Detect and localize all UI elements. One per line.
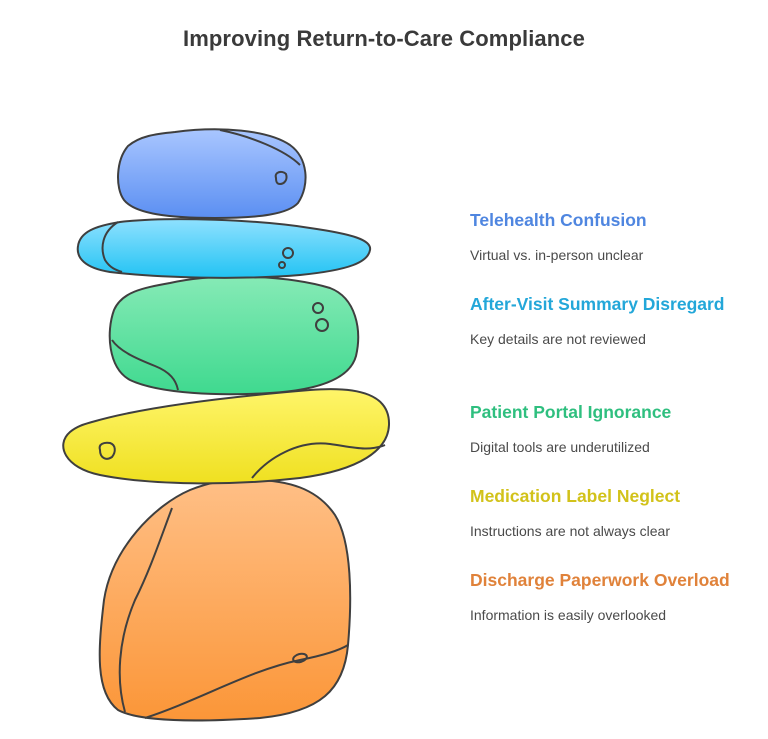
legend-item-patient-portal: Patient Portal Ignorance Digital tools a… — [470, 400, 755, 456]
legend-item-telehealth-confusion: Telehealth Confusion Virtual vs. in-pers… — [470, 208, 755, 264]
legend-item-medication-label: Medication Label Neglect Instructions ar… — [470, 484, 755, 540]
stone-discharge-paperwork — [98, 478, 352, 722]
item-heading: After-Visit Summary Disregard — [470, 294, 725, 314]
stone-after-visit-summary — [76, 218, 372, 279]
diagram-title: Improving Return-to-Care Compliance — [183, 26, 585, 51]
item-description: Key details are not reviewed — [470, 331, 646, 347]
legend-item-discharge-paperwork: Discharge Paperwork Overload Information… — [470, 568, 755, 624]
item-heading: Discharge Paperwork Overload — [470, 570, 730, 590]
stone-telehealth — [117, 128, 307, 220]
item-heading: Patient Portal Ignorance — [470, 402, 672, 422]
item-description: Information is easily overlooked — [470, 607, 667, 623]
item-description: Digital tools are underutilized — [470, 439, 650, 455]
legend-item-after-visit-summary: After-Visit Summary Disregard Key detail… — [470, 292, 755, 348]
item-description: Instructions are not always clear — [470, 523, 670, 539]
item-heading: Medication Label Neglect — [470, 486, 681, 506]
item-heading: Telehealth Confusion — [470, 210, 647, 230]
item-description: Virtual vs. in-person unclear — [470, 247, 644, 263]
stone-medication-label — [62, 388, 391, 485]
stone-patient-portal — [108, 275, 360, 396]
